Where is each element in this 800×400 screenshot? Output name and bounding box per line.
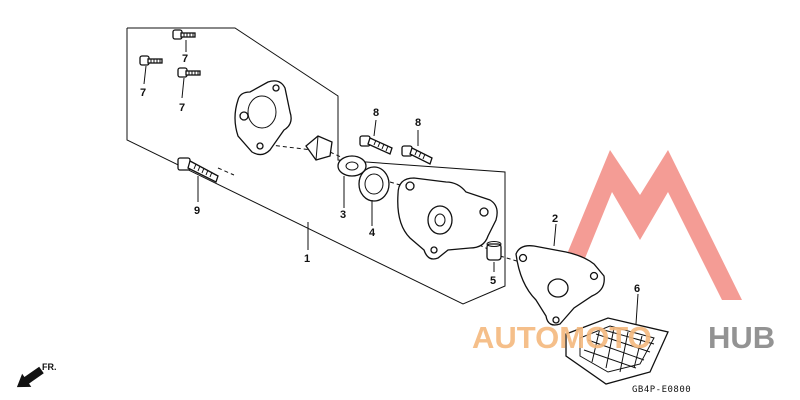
strainer-6 bbox=[565, 317, 669, 385]
callout-8-left: 8 bbox=[373, 107, 379, 119]
pump-cover bbox=[234, 80, 292, 156]
diagram-code: GB4P-E0800 bbox=[632, 385, 691, 395]
watermark-text-hub: HUB bbox=[708, 320, 775, 355]
rotor-4 bbox=[358, 166, 390, 202]
bolt-8-right bbox=[401, 145, 433, 165]
bolt-9 bbox=[177, 157, 219, 183]
callout-6: 6 bbox=[634, 283, 640, 295]
callout-5: 5 bbox=[490, 275, 496, 287]
bolt-7-left bbox=[139, 55, 163, 66]
collar-5 bbox=[486, 241, 502, 261]
callout-4: 4 bbox=[369, 227, 376, 239]
rotor-3 bbox=[337, 155, 367, 177]
callout-3: 3 bbox=[340, 209, 346, 221]
gasket-2 bbox=[515, 245, 605, 326]
assembly-outline bbox=[126, 27, 506, 305]
bolt-8-left bbox=[359, 135, 393, 155]
bolt-7-mid bbox=[177, 67, 201, 78]
callout-1: 1 bbox=[304, 253, 310, 265]
bolt-7-top bbox=[172, 29, 196, 40]
callout-7-mid: 7 bbox=[179, 102, 185, 114]
leader-lines bbox=[143, 40, 639, 325]
watermark-logo-icon bbox=[548, 150, 742, 300]
pump-body bbox=[397, 177, 498, 260]
drive-pin bbox=[305, 135, 333, 161]
callout-9: 9 bbox=[194, 205, 200, 217]
direction-label: FR. bbox=[42, 362, 57, 372]
callout-7-left: 7 bbox=[140, 87, 146, 99]
callout-7-top: 7 bbox=[182, 53, 188, 65]
callout-2: 2 bbox=[552, 213, 558, 225]
front-arrow-icon bbox=[16, 366, 44, 388]
watermark-text-auto: AUTOMOTO bbox=[472, 320, 652, 355]
callout-8-right: 8 bbox=[415, 117, 421, 129]
